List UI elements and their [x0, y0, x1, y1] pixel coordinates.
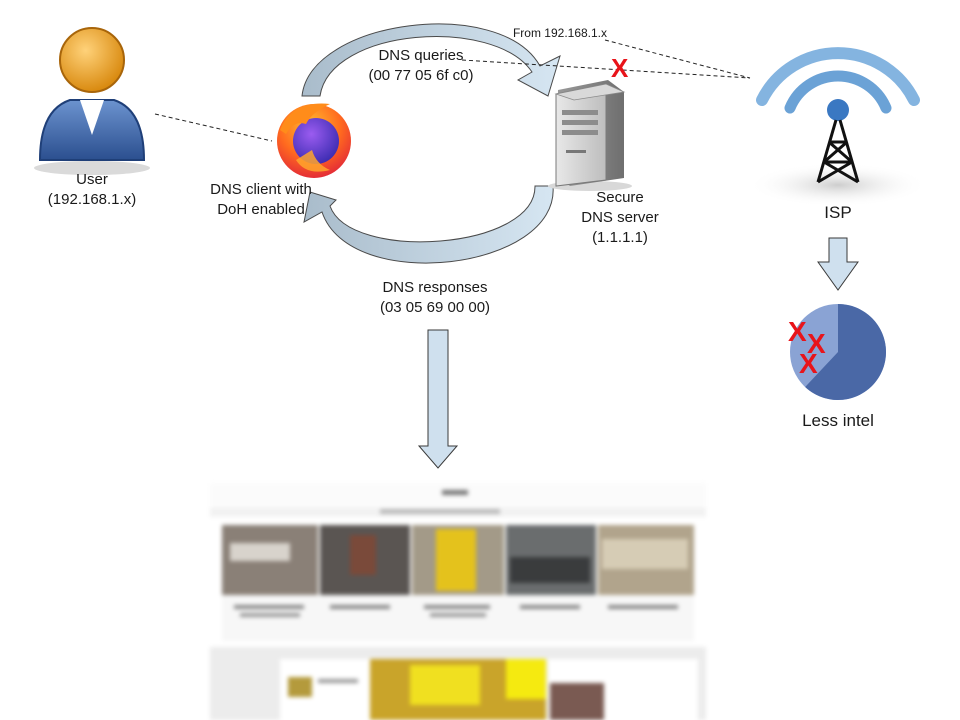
intel-cross-3: X: [799, 350, 818, 378]
dns-responses-arrow: [304, 186, 553, 263]
dns-queries-label: DNS queries (00 77 05 6f c0): [356, 46, 486, 86]
client-label-line2: DoH enabled: [196, 200, 326, 220]
user-avatar-icon: [34, 28, 150, 175]
blocked-cross: X: [611, 54, 628, 82]
user-ip: (192.168.1.x): [40, 190, 144, 210]
server-label: Secure DNS server (1.1.1.1): [570, 188, 670, 248]
intel-cross-1: X: [788, 318, 807, 346]
dns-queries-bytes: (00 77 05 6f c0): [356, 66, 486, 86]
user-title: User: [40, 170, 144, 190]
isp-to-intel-arrow: [818, 238, 858, 290]
server-label-line2: DNS server: [570, 208, 670, 228]
sniff-label: From 192.168.1.x: [505, 25, 615, 41]
isp-sniff-line-lower: [462, 60, 750, 78]
client-label: DNS client with DoH enabled: [196, 180, 326, 220]
dns-responses-bytes: (03 05 69 00 00): [355, 298, 515, 318]
isp-label: ISP: [808, 202, 868, 224]
website-thumbnail: [210, 483, 706, 720]
isp-tower-icon: [748, 53, 928, 207]
user-client-link: [155, 114, 272, 141]
server-label-line3: (1.1.1.1): [570, 228, 670, 248]
blurred-website-screenshot: [210, 483, 706, 720]
intel-label: Less intel: [788, 410, 888, 432]
responses-to-page-arrow: [419, 330, 457, 468]
dns-responses-title: DNS responses: [355, 278, 515, 298]
dns-responses-label: DNS responses (03 05 69 00 00): [355, 278, 515, 318]
firefox-icon: [277, 104, 351, 178]
user-label: User (192.168.1.x): [40, 170, 144, 210]
dns-queries-title: DNS queries: [356, 46, 486, 66]
server-label-line1: Secure: [570, 188, 670, 208]
secure-dns-server-icon: [548, 80, 632, 191]
client-label-line1: DNS client with: [196, 180, 326, 200]
